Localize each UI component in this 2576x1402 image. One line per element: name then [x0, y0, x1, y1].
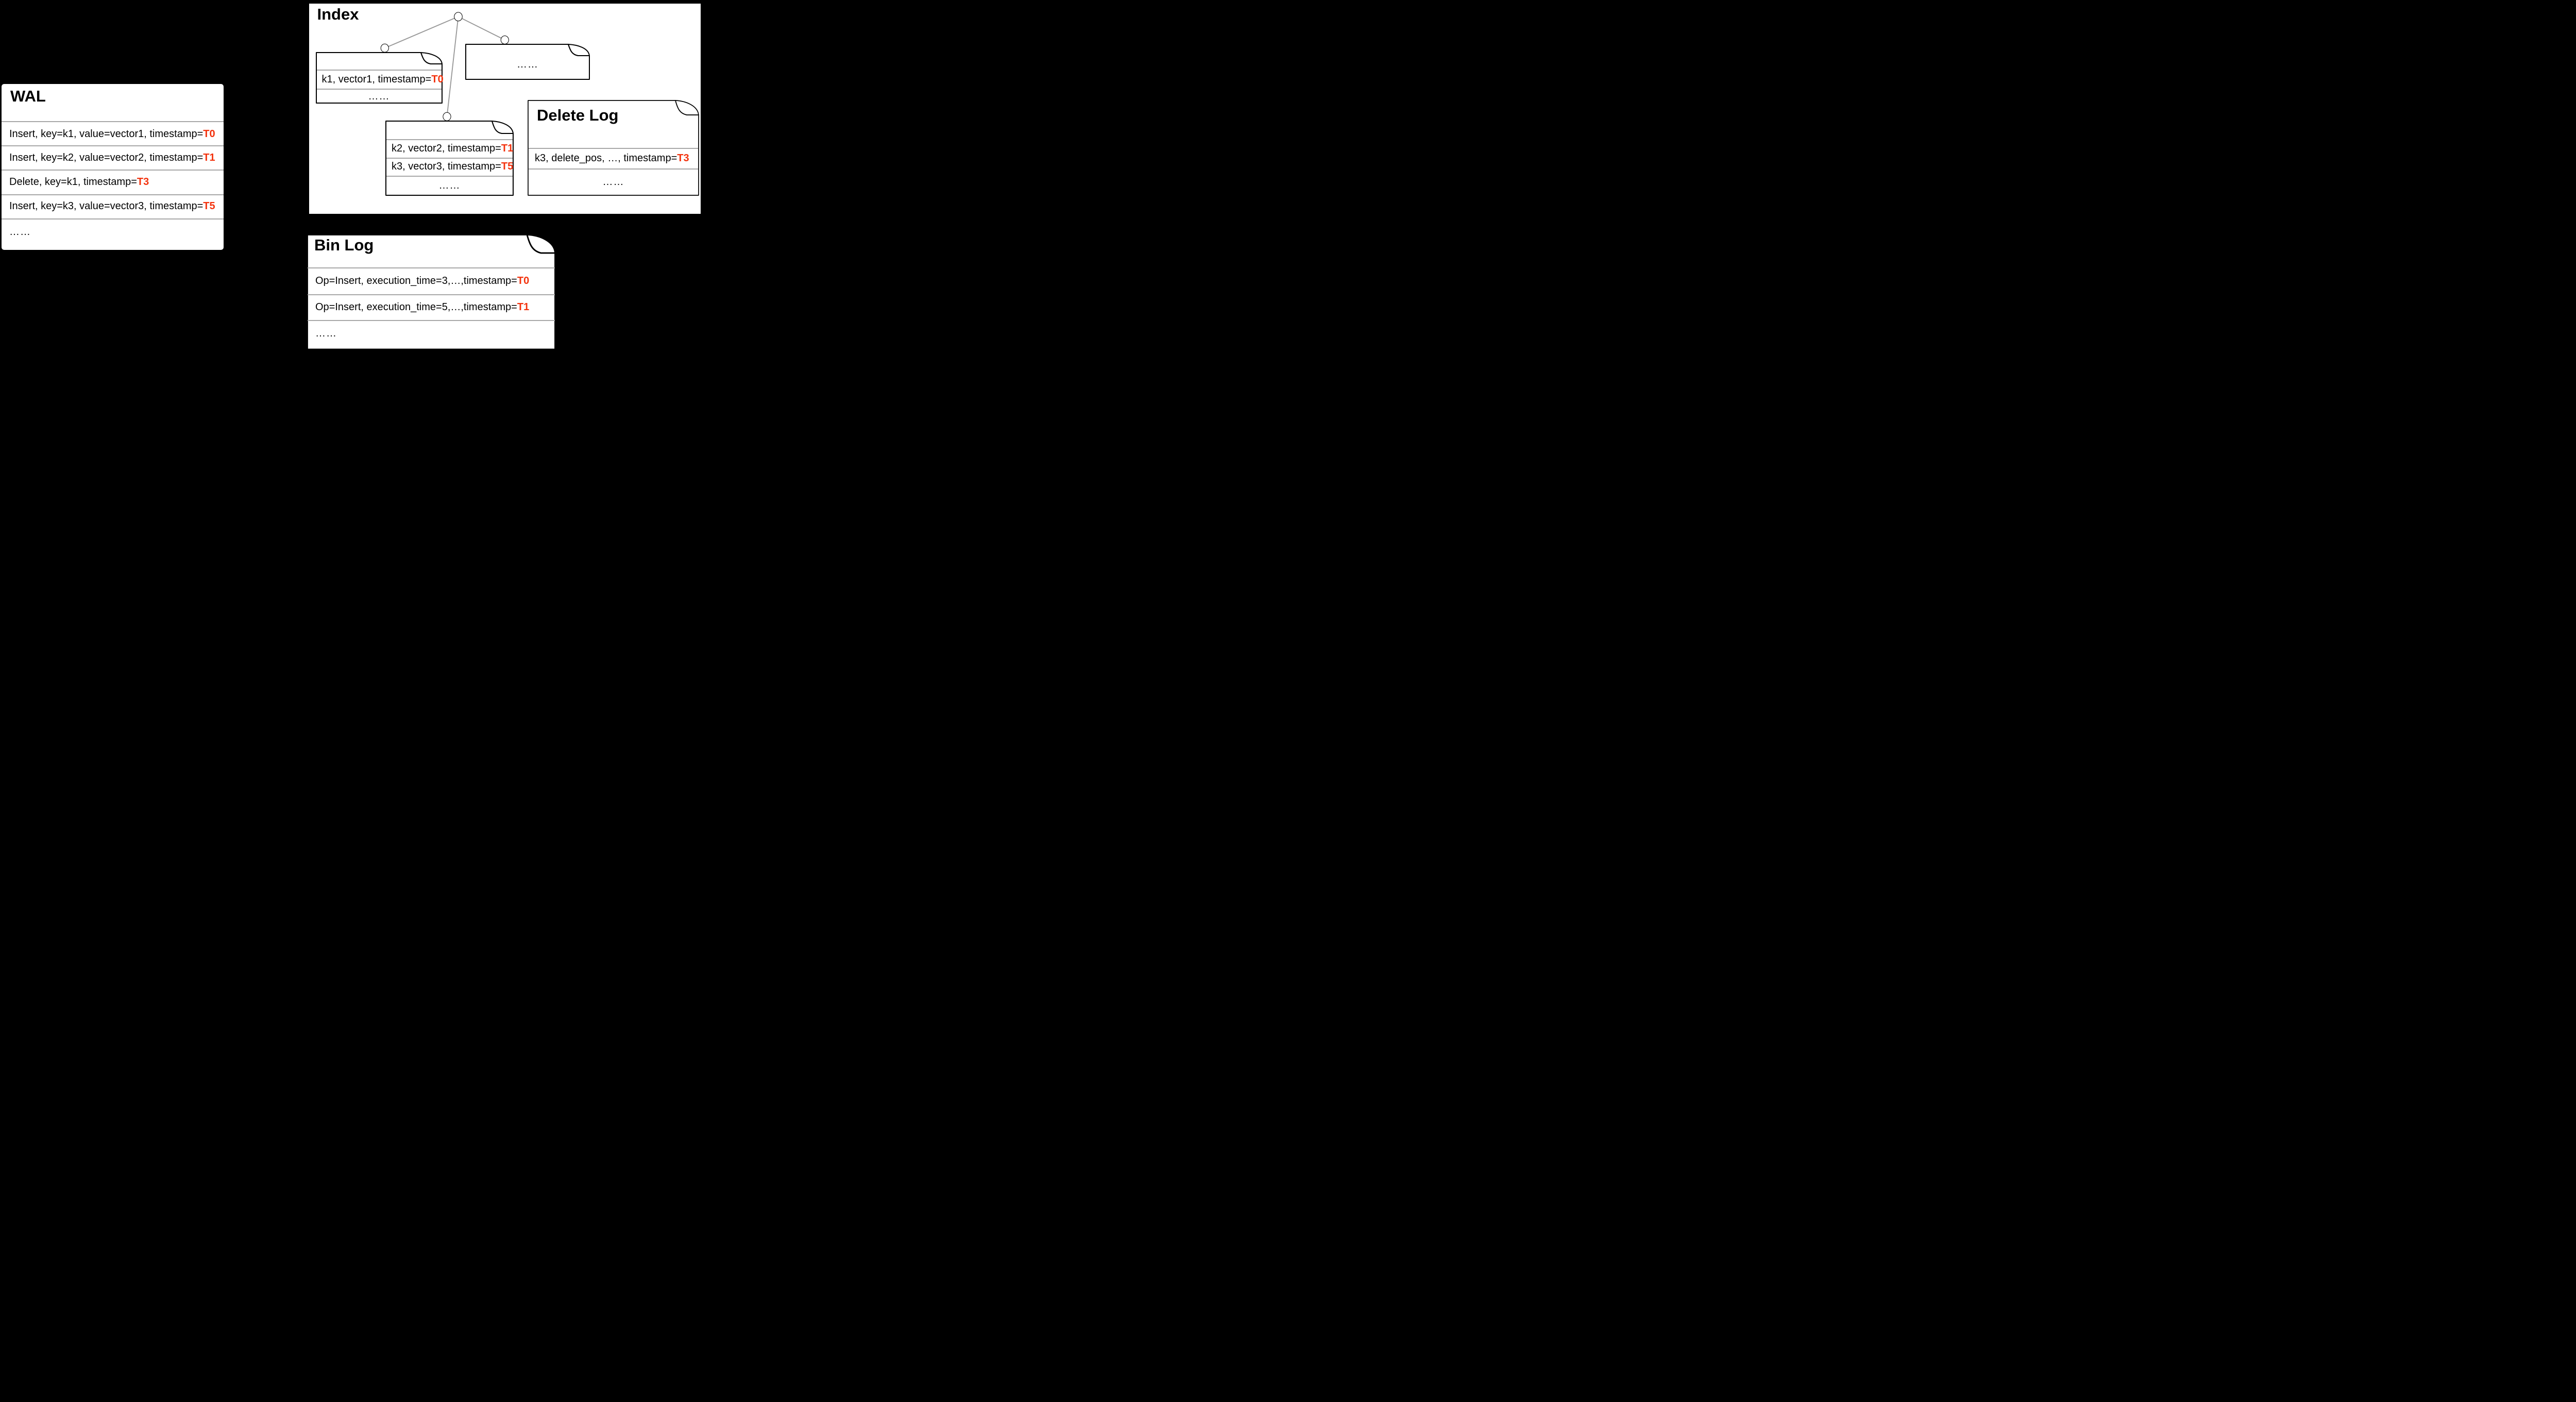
doc-row-ellipsis: ……: [438, 180, 461, 191]
divider: [2, 145, 224, 147]
doc-content: ……: [466, 44, 589, 80]
divider: [308, 294, 555, 295]
wal-row: Insert, key=k1, value=vector1, timestamp…: [2, 128, 224, 140]
doc-row-ellipsis: ……: [602, 176, 624, 188]
timestamp-value: T5: [501, 161, 514, 172]
document-shape: [528, 99, 699, 196]
document-shape: [465, 44, 590, 80]
page-curl-icon: [675, 99, 699, 115]
timestamp-value: T0: [517, 275, 530, 286]
doc-row-text: Op=Insert, execution_time=3,…,timestamp=: [315, 275, 517, 286]
doc-row-ellipsis: ……: [315, 328, 337, 339]
bin-log-row: Op=Insert, execution_time=5,…,timestamp=…: [308, 301, 555, 313]
delete-log-title: Delete Log: [537, 106, 619, 124]
diagram-canvas: WAL Insert, key=k1, value=vector1, times…: [0, 0, 704, 350]
doc-row-ellipsis: ……: [517, 59, 538, 70]
wal-title: WAL: [10, 87, 46, 105]
timestamp-value: T3: [137, 176, 149, 188]
timestamp-value: T1: [501, 142, 514, 154]
divider: [529, 148, 698, 149]
divider: [308, 319, 555, 321]
divider: [386, 157, 513, 159]
page-curl-icon: [568, 44, 590, 56]
wal-row-text: Insert, key=k1, value=vector1, timestamp…: [9, 128, 204, 140]
divider: [386, 176, 513, 177]
divider: [2, 218, 224, 219]
document-shape: [315, 52, 443, 104]
wal-row: Insert, key=k2, value=vector2, timestamp…: [2, 151, 224, 164]
delete-log-row: k3, delete_pos, …, timestamp=T3: [529, 152, 698, 164]
doc-segment-k2k3: k2, vector2, timestamp=T1 k3, vector3, t…: [385, 121, 514, 196]
doc-row-text: k2, vector2, timestamp=: [392, 142, 501, 154]
wal-row-text: Insert, key=k3, value=vector3, timestamp…: [9, 200, 204, 212]
index-title: Index: [317, 5, 359, 23]
wal-row: Delete, key=k1, timestamp=T3: [2, 176, 224, 188]
bin-log-row: Op=Insert, execution_time=3,…,timestamp=…: [308, 275, 555, 287]
wal-box: WAL Insert, key=k1, value=vector1, times…: [2, 84, 224, 250]
wal-row: Insert, key=k3, value=vector3, timestamp…: [2, 200, 224, 212]
timestamp-value: T5: [203, 200, 215, 212]
divider: [308, 267, 555, 269]
timestamp-value: T3: [677, 153, 689, 164]
delete-log-box: Delete Log k3, delete_pos, …, timestamp=…: [528, 99, 699, 196]
doc-content: k2, vector2, timestamp=T1 k3, vector3, t…: [386, 121, 513, 196]
wal-row-ellipsis: ……: [9, 226, 31, 238]
divider: [316, 89, 442, 90]
bin-log-title: Bin Log: [314, 236, 374, 254]
doc-row-text: k1, vector1, timestamp=: [321, 73, 432, 85]
divider: [316, 70, 442, 71]
doc-segment-k1: k1, vector1, timestamp=T0 ……: [315, 52, 444, 104]
page-curl-icon: [420, 52, 443, 64]
doc-content: Bin Log Op=Insert, execution_time=3,…,ti…: [308, 234, 555, 350]
page-curl-icon: [492, 121, 514, 134]
timestamp-value: T0: [431, 73, 444, 85]
doc-row-ellipsis: ……: [368, 90, 390, 102]
doc-segment-other: ……: [465, 44, 590, 80]
doc-row: k2, vector2, timestamp=T1: [386, 142, 513, 155]
timestamp-value: T0: [203, 128, 215, 140]
divider: [2, 170, 224, 171]
divider: [2, 194, 224, 195]
doc-content: Delete Log k3, delete_pos, …, timestamp=…: [529, 100, 698, 196]
divider: [2, 121, 224, 123]
timestamp-value: T1: [203, 152, 215, 163]
page-curl-icon: [526, 234, 556, 254]
doc-row-text: Op=Insert, execution_time=5,…,timestamp=: [315, 301, 517, 313]
divider: [529, 168, 698, 170]
doc-content: k1, vector1, timestamp=T0 ……: [316, 52, 444, 104]
doc-row: k3, vector3, timestamp=T5: [386, 160, 513, 173]
wal-row-text: Delete, key=k1, timestamp=: [9, 176, 137, 188]
wal-row-text: Insert, key=k2, value=vector2, timestamp…: [9, 152, 204, 163]
divider: [386, 139, 513, 141]
doc-row-text: k3, vector3, timestamp=: [392, 161, 501, 172]
bin-log-box: Bin Log Op=Insert, execution_time=3,…,ti…: [307, 234, 556, 350]
timestamp-value: T1: [517, 301, 530, 313]
doc-row-text: k3, delete_pos, …, timestamp=: [535, 153, 677, 164]
doc-row: k1, vector1, timestamp=T0: [317, 73, 444, 86]
